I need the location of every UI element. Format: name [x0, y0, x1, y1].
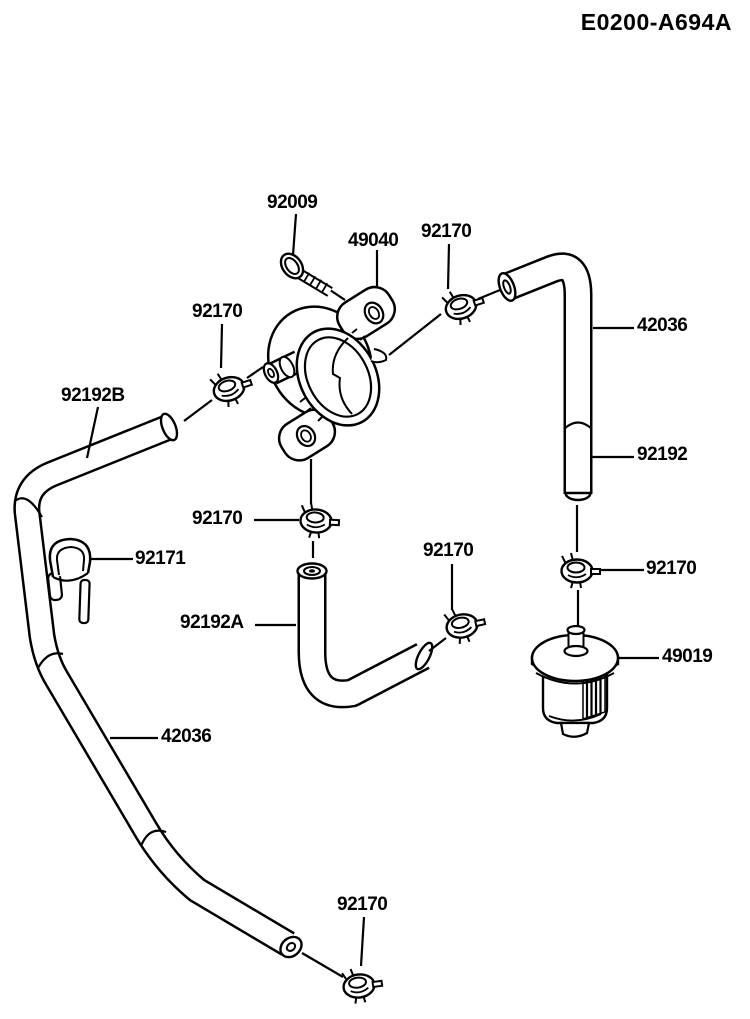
- callout-clamp-bottom: 92170: [337, 894, 388, 915]
- exploded-view-lines: [183, 287, 580, 978]
- callout-hose-top: 42036: [637, 315, 688, 336]
- callout-clamp-filter: 92170: [646, 558, 697, 579]
- callout-pump: 49040: [348, 230, 399, 251]
- hose-42036-92192-drawing: [497, 252, 593, 502]
- diagram-code: E0200-A694A: [580, 9, 732, 35]
- callout-tube-right: 92192: [637, 444, 688, 465]
- clamp-drawing-filter: [560, 551, 602, 590]
- callout-screw: 92009: [267, 192, 318, 213]
- clamp-drawing-pump-inlet: [207, 363, 258, 412]
- leader-lines: [85, 213, 659, 967]
- callout-clamp-elbow: 92170: [423, 540, 474, 561]
- callout-filter: 49019: [662, 646, 713, 667]
- callout-hose-bottom: 42036: [161, 726, 212, 747]
- fuel-pump-drawing: [262, 285, 397, 462]
- clamp-drawing-bottom: [339, 963, 386, 1007]
- callout-clamp-inlet: 92170: [192, 301, 243, 322]
- callout-clip: 92171: [135, 548, 186, 569]
- hose-92192b-42036-drawing: [13, 412, 303, 959]
- fuel-filter-drawing: [530, 624, 620, 738]
- clamp-drawing-top: [439, 281, 490, 330]
- callout-clamp-middle: 92170: [192, 508, 243, 529]
- callout-clamp-top: 92170: [421, 221, 472, 242]
- callout-hose-elbow: 92192A: [180, 612, 244, 633]
- hose-92192a-drawing: [296, 562, 434, 709]
- hose-clip-drawing: [47, 537, 92, 625]
- screw-drawing: [279, 252, 333, 297]
- clamp-drawing-middle: [298, 501, 342, 541]
- clamp-drawing-elbow: [441, 602, 490, 648]
- callout-hose-left: 92192B: [61, 385, 125, 406]
